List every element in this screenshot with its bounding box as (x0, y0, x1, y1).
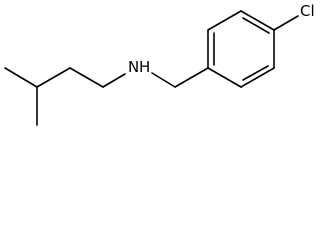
nitrogen-label: N (128, 58, 139, 76)
bond-methylene-to-ring (174, 67, 209, 88)
ring-bond-5 (240, 67, 275, 88)
ring-bond-3 (240, 10, 275, 31)
bond-nitrogen-to-methylene (151, 72, 176, 88)
nitrogen-hydrogen-label: H (139, 58, 150, 76)
molecule-structure: N H Cl (4, 2, 315, 126)
bond-chain-1 (36, 67, 71, 88)
bond-chain-2 (69, 67, 104, 88)
bond-ring-to-chlorine (273, 15, 299, 31)
chlorine-label: Cl (300, 2, 315, 20)
ring-bond-2 (207, 10, 242, 31)
bond-chain-to-nitrogen (102, 73, 126, 88)
bond-methyl-1 (4, 67, 38, 88)
ring-double-bond-bottom (242, 65, 269, 81)
ring-double-bond-top (242, 17, 270, 34)
ring-bond-6 (207, 67, 242, 88)
